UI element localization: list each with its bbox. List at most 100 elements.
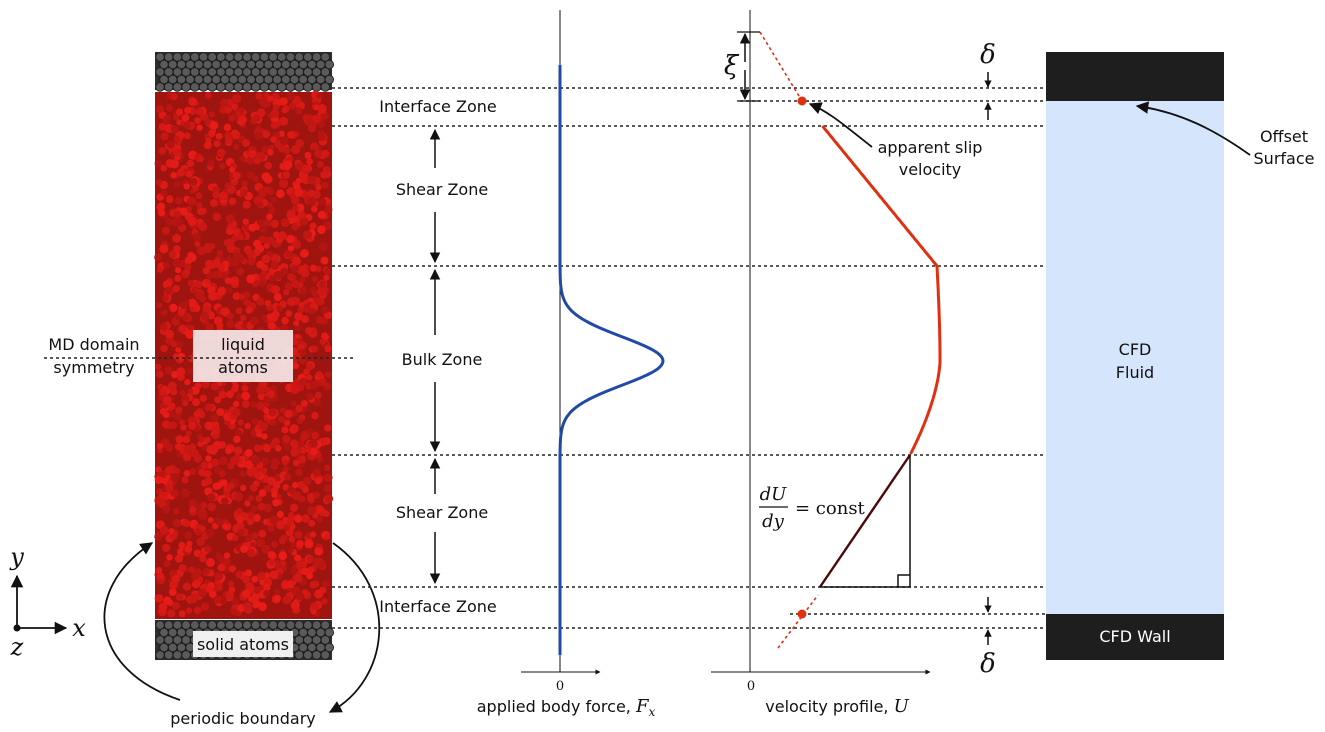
liquid-atom [201, 380, 210, 389]
liquid-atom [314, 547, 323, 556]
liquid-atom [185, 329, 195, 339]
liquid-atom [255, 92, 263, 100]
liquid-atom [314, 477, 322, 485]
liquid-atom [155, 466, 162, 473]
liquid-atom [182, 435, 191, 444]
liquid-atom [247, 511, 255, 519]
liquid-atom [212, 191, 220, 199]
liquid-atom [226, 390, 235, 399]
liquid-atom [283, 524, 290, 531]
liquid-atom [301, 315, 309, 324]
solid-atom [224, 82, 235, 92]
liquid-atom [216, 408, 225, 416]
liquid-atom [278, 551, 288, 561]
liquid-atom [288, 536, 296, 543]
liquid-atom [290, 195, 300, 205]
liquid-atom [205, 528, 215, 538]
liquid-atom [225, 447, 232, 455]
liquid-atom [207, 159, 215, 167]
liquid-atom [181, 394, 190, 403]
liquid-atom [184, 531, 192, 540]
liquid-atom [238, 115, 247, 124]
liquid-atom [259, 280, 266, 287]
liquid-atom [168, 588, 177, 597]
liquid-atom [237, 234, 244, 241]
solid-atom [172, 82, 183, 92]
liquid-atom [211, 458, 220, 467]
liquid-atom [230, 276, 240, 286]
liquid-atom [216, 518, 225, 527]
liquid-atom [199, 552, 206, 559]
liquid-atom [307, 175, 317, 185]
liquid-atom [279, 179, 289, 189]
liquid-atom [198, 469, 206, 476]
liquid-atom [162, 115, 171, 124]
liquid-atom [174, 443, 182, 451]
liquid-atom [261, 145, 269, 153]
liquid-atom [283, 419, 291, 427]
liquid-atom [284, 409, 293, 419]
liquid-atom [218, 556, 225, 564]
solid-atom [216, 82, 226, 92]
liquid-atom [241, 391, 251, 401]
liquid-atom [174, 211, 182, 219]
liquid-atom [253, 586, 261, 595]
liquid-atom [210, 413, 219, 422]
liquid-atom [321, 598, 328, 605]
liquid-atom [154, 594, 164, 603]
liquid-atom [278, 231, 287, 241]
liquid-atom [253, 239, 261, 248]
liquid-atom [270, 109, 280, 118]
liquid-atom [162, 395, 172, 405]
velocity-axis-label: velocity profile, U [765, 696, 909, 717]
liquid-atom [213, 316, 223, 325]
liquid-label-box [193, 330, 293, 382]
liquid-atom [255, 152, 263, 159]
liquid-atom [162, 505, 171, 513]
liquid-atom [196, 246, 206, 256]
liquid-atom [185, 430, 192, 437]
liquid-atom [264, 484, 272, 493]
liquid-atom [236, 267, 245, 276]
liquid-atom [258, 529, 267, 538]
liquid-atom [313, 104, 320, 111]
liquid-atom [255, 125, 263, 133]
gradient-numerator: dU [760, 484, 788, 505]
liquid-atom [187, 388, 194, 395]
liquid-atom [173, 135, 181, 143]
liquid-atom [308, 519, 316, 527]
liquid-atom [187, 251, 195, 259]
velocity-curve [821, 125, 942, 455]
liquid-atom [303, 230, 313, 240]
liquid-atom [165, 484, 174, 493]
liquid-atom [167, 381, 177, 391]
liquid-atom [282, 434, 291, 443]
liquid-atom [169, 421, 177, 429]
liquid-atom [264, 161, 273, 170]
body-force-plot: 0 applied body force, Fx [477, 10, 665, 719]
force-zero-tick: 0 [556, 679, 564, 694]
liquid-atom [294, 531, 303, 539]
liquid-atom [191, 579, 201, 589]
liquid-atom [282, 595, 292, 605]
liquid-atom [323, 382, 332, 390]
liquid-atom [257, 502, 266, 511]
liquid-atom [292, 482, 299, 489]
liquid-atom [238, 293, 246, 300]
liquid-atom [154, 476, 163, 485]
solid-atom [163, 82, 174, 92]
liquid-atom [298, 348, 307, 356]
liquid-atom [175, 593, 184, 601]
liquid-atom [183, 183, 190, 190]
liquid-atom [159, 323, 168, 331]
liquid-atom [220, 98, 229, 108]
liquid-atom [204, 436, 211, 443]
liquid-atom [156, 105, 165, 114]
liquid-atom [174, 554, 184, 563]
liquid-label-line2: atoms [218, 358, 268, 377]
liquid-atom [247, 251, 256, 260]
liquid-atom [299, 377, 308, 386]
z-axis-dot [13, 624, 21, 632]
liquid-atom [322, 437, 331, 446]
liquid-atom [192, 185, 199, 192]
